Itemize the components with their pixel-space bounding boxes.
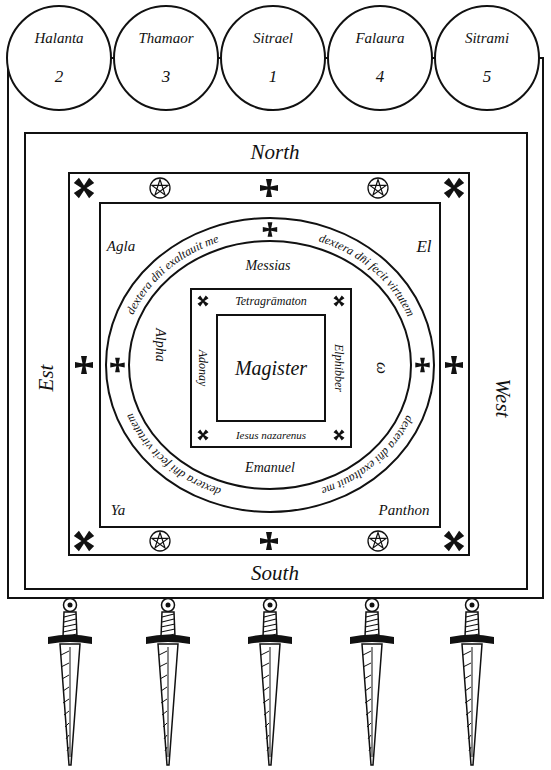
- ring-crosses: [110, 222, 429, 372]
- inscribed-ring: dextera dn̄i exaltauit me dextera dn̄i fe…: [105, 217, 435, 513]
- daggers: [48, 599, 494, 766]
- divine-name: El: [416, 238, 431, 255]
- divine-name: Iesus nazarenus: [236, 430, 306, 441]
- holy-square: AglaElYaPanthondextera dn̄i exaltauit me…: [68, 172, 470, 556]
- inner-saltires: [195, 293, 348, 444]
- divine-name: Panthon: [379, 503, 430, 518]
- divine-name: Messias: [245, 259, 290, 273]
- divine-name: Elphibber: [333, 344, 345, 392]
- circle-number: 4: [376, 68, 385, 85]
- direction-label: South: [251, 563, 299, 584]
- inner-square-line: [100, 203, 440, 527]
- pentagrams: [150, 178, 388, 551]
- spirit-name: Halanta: [34, 31, 83, 46]
- name-circle: Halanta 2: [6, 5, 112, 111]
- divine-name: Ya: [111, 503, 125, 518]
- direction-label: Est: [36, 365, 57, 392]
- divine-name: Alpha: [153, 328, 167, 361]
- spirit-name: Falaura: [355, 31, 404, 46]
- spirit-name: Thamaor: [138, 31, 193, 46]
- ring-outer: [106, 218, 434, 512]
- ring-inscription: dextera dn̄i exaltauit me: [319, 413, 417, 498]
- outer-frame: [8, 58, 543, 598]
- band-crosses: [75, 179, 463, 550]
- ring-inscription-line: dextera dn̄i fecit virtutem: [122, 411, 223, 499]
- master-square: Magister: [216, 314, 326, 422]
- cardinal-frame: NorthEstWestSouthAglaElYaPanthondextera …: [24, 132, 528, 590]
- spirit-name: Sitrami: [465, 31, 509, 46]
- name-circle: Falaura 4: [327, 5, 433, 111]
- direction-label: West: [492, 379, 513, 418]
- ring-inscription-line: dextera dn̄i exaltauit me: [319, 413, 417, 498]
- divine-name: Agla: [107, 239, 135, 254]
- name-circle: Sitrael 1: [220, 5, 326, 111]
- corner-saltires: [69, 173, 470, 557]
- direction-label: North: [250, 142, 299, 163]
- ring-inscription-line: dextera dn̄i fecit virtutem: [317, 231, 418, 319]
- circle-number: 3: [162, 68, 171, 85]
- circle-number: 1: [269, 68, 278, 85]
- divine-name: Adonay: [197, 350, 209, 387]
- name-square: TetragrāmatonAdonay ElphibberIesus nazare…: [190, 288, 352, 448]
- name-circle: Thamaor 3: [113, 5, 219, 111]
- master-label: Magister: [235, 358, 307, 378]
- ring-inner: [129, 241, 411, 489]
- divine-name: ω: [374, 362, 391, 374]
- ring-inscription: dextera dn̄i fecit virtutem: [122, 411, 223, 499]
- ring-inscription-line: dextera dn̄i exaltauit me: [123, 231, 221, 316]
- ring-inscription: dextera dn̄i exaltauit me: [123, 231, 221, 316]
- ring-inscription: dextera dn̄i fecit virtutem: [317, 231, 418, 319]
- spirit-name: Sitrael: [253, 31, 293, 46]
- circle-number: 5: [483, 68, 492, 85]
- name-circle: Sitrami 5: [434, 5, 540, 111]
- circle-number: 2: [55, 68, 64, 85]
- divine-name: Emanuel: [245, 461, 295, 475]
- divine-name: Tetragrāmaton: [235, 295, 307, 307]
